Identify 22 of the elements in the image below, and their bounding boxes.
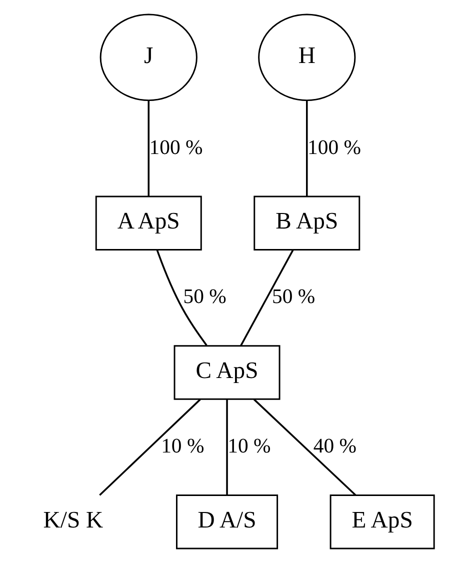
connector [156,250,208,346]
connector [148,100,150,196]
connector [240,250,294,346]
node-ellipse: J [100,14,198,102]
node-box: C ApS [174,345,280,400]
edge-label: 50 % [272,286,316,308]
connector [253,398,356,496]
node-text: K/S K [43,507,104,534]
node-box: B ApS [254,196,360,250]
edge-label: 100 % [308,136,361,159]
edge-label: 10 % [228,436,271,458]
edge-label: 40 % [313,436,357,458]
edge-label: 100 % [149,136,203,159]
node-ellipse: H [258,14,356,102]
connector [99,398,201,496]
edge-label: 10 % [161,436,204,458]
connector [306,100,308,196]
node-box: D A/S [176,494,278,550]
connector [226,399,228,496]
node-box: A ApS [95,196,202,250]
edge-label: 50 % [183,286,226,308]
node-box: E ApS [330,494,435,550]
